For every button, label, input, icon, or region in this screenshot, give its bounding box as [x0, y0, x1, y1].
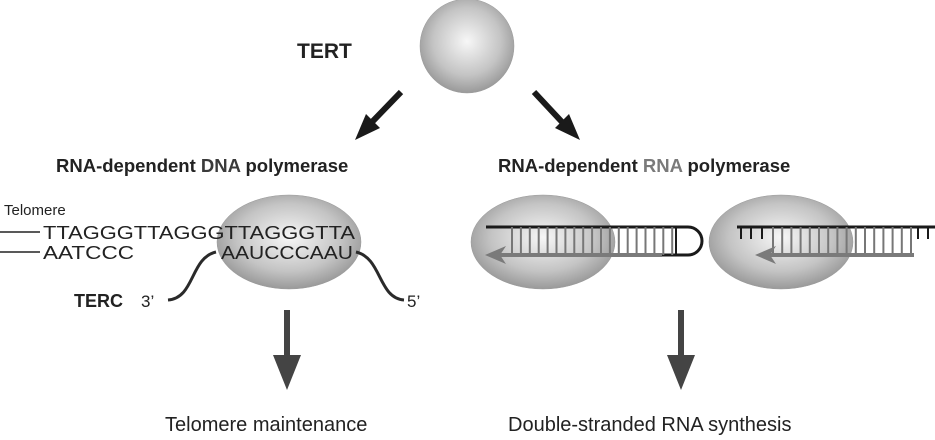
- primed-dsrna-ladder: [737, 225, 935, 264]
- arrow-to-dna-polymerase: [355, 89, 404, 140]
- heading-rna-pre: RNA-dependent: [498, 155, 643, 176]
- telomere-label: Telomere: [4, 202, 66, 219]
- terc-label: TERC: [74, 291, 123, 311]
- terc-rna-right-tail: [355, 250, 405, 302]
- hairpin-loop: [687, 225, 704, 257]
- outcome-dsrna-synthesis: Double-stranded RNA synthesis: [508, 414, 791, 436]
- terc-3prime-label: 3’: [141, 292, 154, 311]
- heading-rna-post: polymerase: [682, 155, 790, 176]
- heading-dna-highlight: DNA: [201, 155, 241, 176]
- synthesis-direction-arrowhead: [485, 246, 506, 264]
- arrow-to-dsrna-synthesis: [667, 310, 695, 390]
- telomere-top-strand: TTAGGGTTAGGGTTAGGGTTA: [43, 222, 356, 243]
- synthesis-direction-arrowhead: [755, 246, 776, 264]
- hairpin-dsrna-ladder: [485, 225, 704, 264]
- outcome-telomere-maintenance: Telomere maintenance: [165, 414, 367, 436]
- tert-protein-hairpin: [470, 194, 616, 290]
- tert-label: TERT: [297, 40, 352, 63]
- arrow-to-telomere-maintenance: [273, 310, 301, 390]
- terc-template-sequence: AAUCCCAAU: [221, 242, 353, 263]
- arrow-to-rna-polymerase: [531, 89, 580, 140]
- heading-rna-highlight: RNA: [643, 155, 683, 176]
- terc-5prime-label: 5’: [407, 292, 420, 311]
- heading-dna-polymerase: RNA-dependent DNA polymerase: [56, 155, 348, 176]
- tert-protein-primed: [708, 194, 854, 290]
- telomere-bottom-strand: AATCCC: [43, 242, 134, 263]
- heading-rna-polymerase: RNA-dependent RNA polymerase: [498, 155, 790, 176]
- heading-dna-post: polymerase: [240, 155, 348, 176]
- terc-rna-left-tail: [167, 250, 217, 302]
- tert-protein-left: [216, 194, 362, 290]
- heading-dna-pre: RNA-dependent: [56, 155, 201, 176]
- tert-protein: [419, 0, 515, 94]
